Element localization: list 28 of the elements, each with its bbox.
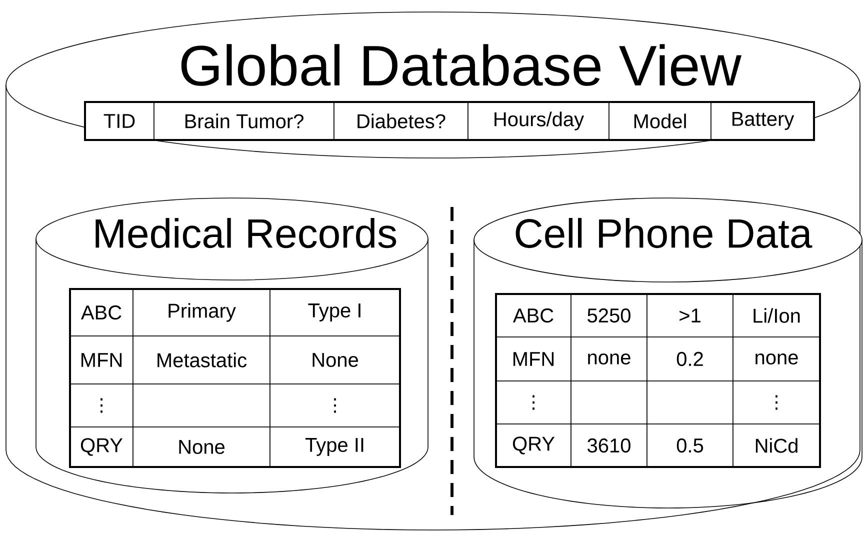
table-cell: 3610: [570, 424, 648, 468]
table-cell: QRY: [496, 424, 572, 468]
table-cell: none: [732, 336, 820, 382]
table-cell: >1: [646, 294, 734, 338]
table-cell: TID: [84, 102, 154, 140]
table-cell: NiCd: [732, 424, 820, 468]
node-label: Cell Phone Data: [516, 218, 812, 248]
table-cell: 0.5: [646, 424, 734, 468]
table-cell: ABC: [70, 288, 134, 336]
table-cell: ABC: [496, 294, 572, 338]
table-cell: Type II: [270, 426, 400, 468]
table-cell: Type I: [270, 288, 400, 336]
table-cell: None: [270, 336, 400, 384]
table-cell: 5250: [570, 294, 648, 338]
table-cell: QRY: [70, 426, 134, 468]
table-cell: ⋮: [732, 380, 820, 424]
table-cell: Li/Ion: [732, 294, 820, 338]
table-cell: Diabetes?: [334, 102, 468, 140]
table-cell: MFN: [496, 336, 572, 382]
table-cell: Battery: [710, 102, 814, 140]
table-cell: MFN: [70, 336, 134, 384]
table-cell: ⋮: [70, 384, 134, 428]
table-cell: 0.2: [646, 336, 734, 382]
table-cell: Model: [608, 102, 712, 140]
table-cell: ⋮: [496, 380, 572, 424]
table-cell: ⋮: [270, 384, 400, 428]
table-cell: Hours/day: [468, 102, 610, 140]
table-cell: none: [570, 336, 648, 382]
